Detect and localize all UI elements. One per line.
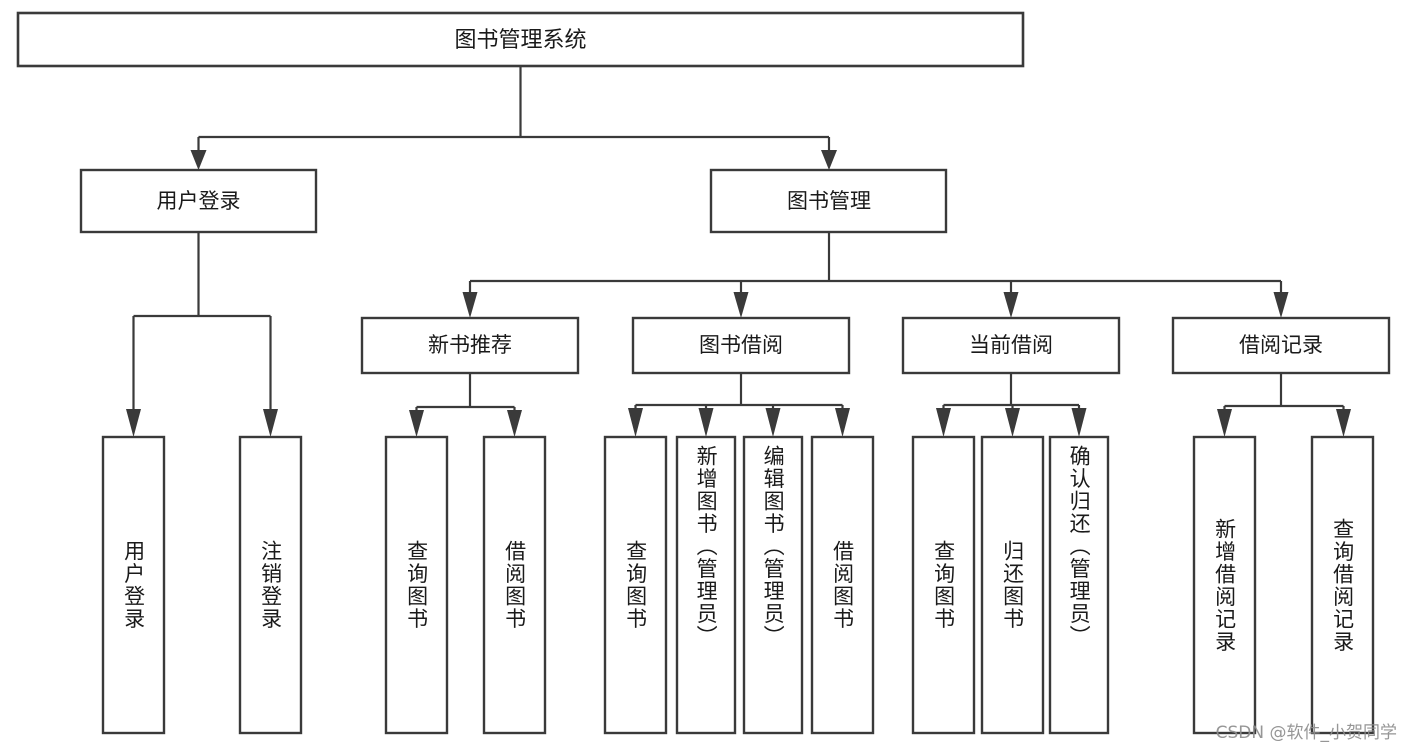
arrow-head-leaf-user-login (126, 409, 141, 437)
leaf-box-query-book-rec[interactable] (384, 435, 449, 735)
arrow-head-current-borrow (1003, 292, 1019, 318)
leaf-box-user-logout[interactable] (238, 435, 303, 735)
arrow-head-leaf-return-book (1005, 408, 1020, 437)
arrow-head-new-book-rec (462, 292, 478, 318)
arrow-head-leaf-borrow-book-rec (507, 410, 522, 437)
arrow-head-leaf-query-book-borrow (628, 408, 643, 437)
node-book-borrow-box[interactable] (631, 316, 851, 375)
leaf-box-query-book-borrow[interactable] (603, 435, 668, 735)
node-user-login-box[interactable] (79, 168, 318, 234)
node-user-login[interactable]: 用户登录 (79, 168, 318, 234)
leaf-box-edit-book[interactable] (742, 435, 804, 735)
leaf-box-borrow-book-rec[interactable] (482, 435, 547, 735)
leaf-box-add-borrow-record[interactable] (1192, 435, 1257, 735)
leaf-box-layer (101, 435, 1375, 735)
node-book-manage-box[interactable] (709, 168, 948, 234)
connector-layer (126, 66, 1351, 437)
node-root-label: 图书管理系统 (454, 28, 586, 53)
arrow-head-leaf-confirm-return (1071, 408, 1087, 437)
node-book-borrow[interactable]: 图书借阅 (631, 316, 851, 375)
arrow-head-leaf-query-book-current (936, 408, 951, 437)
arrow-head-book-manage (821, 150, 837, 170)
leaf-box-add-book[interactable] (675, 435, 737, 735)
leaf-box-query-book-current[interactable] (911, 435, 976, 735)
leaf-box-borrow-book[interactable] (810, 435, 875, 735)
arrow-head-leaf-borrow-book (835, 408, 850, 437)
arrow-head-borrow-record (1273, 292, 1289, 318)
node-user-login-label: 用户登录 (157, 189, 241, 213)
node-book-borrow-label: 图书借阅 (699, 333, 783, 357)
leaf-box-user-login[interactable] (101, 435, 166, 735)
arrow-head-leaf-edit-book (765, 408, 781, 437)
node-book-manage-label: 图书管理 (787, 189, 871, 213)
node-borrow-record[interactable]: 借阅记录 (1171, 316, 1391, 375)
node-new-book-rec[interactable]: 新书推荐 (360, 316, 580, 375)
arrow-head-user-login (190, 150, 207, 170)
node-new-book-rec-box[interactable] (360, 316, 580, 375)
arrow-head-book-borrow (733, 292, 749, 318)
node-current-borrow-box[interactable] (901, 316, 1121, 375)
node-current-borrow-label: 当前借阅 (969, 333, 1053, 357)
arrow-head-leaf-query-borrow-record (1336, 409, 1351, 437)
arrow-head-leaf-add-borrow-record (1217, 409, 1232, 437)
node-borrow-record-box[interactable] (1171, 316, 1391, 375)
arrow-head-leaf-add-book (698, 408, 714, 437)
node-root-box[interactable] (16, 11, 1025, 68)
leaf-box-confirm-return[interactable] (1048, 435, 1110, 735)
node-root[interactable]: 图书管理系统 (16, 11, 1025, 68)
arrow-head-leaf-query-book-rec (409, 410, 424, 437)
leaf-box-query-borrow-record[interactable] (1310, 435, 1375, 735)
leaf-box-return-book[interactable] (980, 435, 1045, 735)
node-book-manage[interactable]: 图书管理 (709, 168, 948, 234)
arrow-head-leaf-user-logout (263, 409, 278, 437)
node-current-borrow[interactable]: 当前借阅 (901, 316, 1121, 375)
node-new-book-rec-label: 新书推荐 (428, 333, 512, 357)
node-borrow-record-label: 借阅记录 (1239, 333, 1323, 357)
